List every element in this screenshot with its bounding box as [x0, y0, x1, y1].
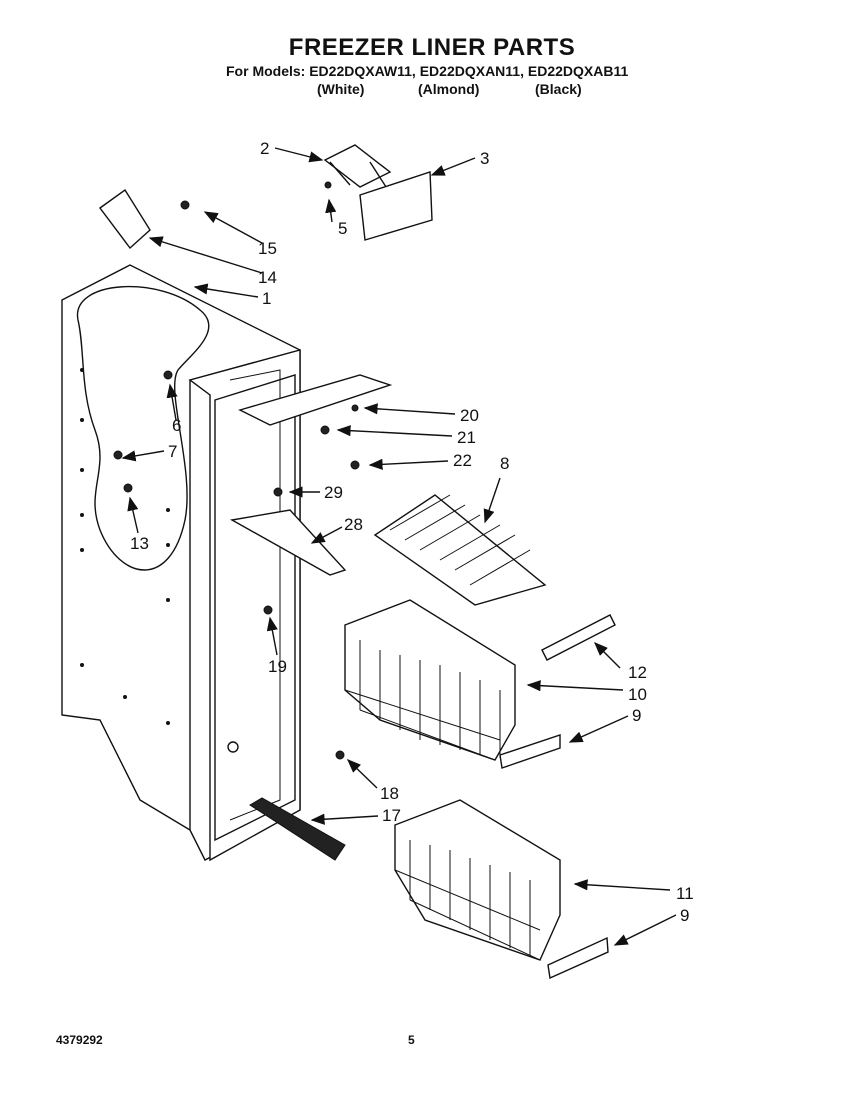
callout-12: 12: [628, 663, 647, 682]
callout-7: 7: [168, 442, 177, 461]
callout-8: 8: [500, 454, 509, 473]
diagram-title: FREEZER LINER PARTS: [288, 34, 576, 61]
part-11-basket: [394, 799, 561, 961]
callout-2: 2: [260, 139, 269, 158]
part-2-bracket: [323, 144, 392, 191]
part-28-rail: [229, 509, 347, 576]
callout-11: 11: [676, 884, 694, 903]
part-10-basket: [344, 599, 516, 761]
callout-17: 17: [382, 806, 401, 825]
callout-6: 6: [172, 416, 181, 435]
part-8-shelf: [373, 494, 547, 606]
callout-10: 10: [628, 685, 647, 704]
callout-13: 13: [130, 534, 149, 553]
callout-28: 28: [344, 515, 363, 534]
variant-almond: (Almond): [418, 81, 480, 97]
part-14-bracket: [99, 188, 151, 250]
leader-lines: [121, 147, 677, 946]
callout-20: 20: [460, 406, 479, 425]
part-9-trim-lower: [547, 936, 609, 980]
callout-14: 14: [258, 268, 277, 287]
callout-18: 18: [380, 784, 399, 803]
callout-22: 22: [453, 451, 472, 470]
callout-3: 3: [480, 149, 489, 168]
callout-9-lower: 9: [680, 906, 689, 925]
callout-21: 21: [457, 428, 476, 447]
part-17-bar: [249, 797, 346, 861]
fasteners: [113, 181, 360, 760]
variant-black: (Black): [535, 81, 582, 97]
part-9-trim-upper: [499, 734, 561, 769]
callout-9-upper: 9: [632, 706, 641, 725]
part-3-cover: [359, 171, 433, 241]
models-line: For Models: ED22DQXAW11, ED22DQXAN11, ED…: [226, 63, 629, 79]
doc-number: 4379292: [56, 1033, 103, 1047]
callout-labels: 2 3 5 15 14 1 6 7 13 20 21 22 8 29 28 19…: [130, 139, 694, 925]
callout-29: 29: [324, 483, 343, 502]
callout-1: 1: [262, 289, 271, 308]
callout-19: 19: [268, 657, 287, 676]
part-12-trim: [541, 614, 616, 661]
label-plate: [238, 374, 393, 426]
callout-15: 15: [258, 239, 277, 258]
callout-5: 5: [338, 219, 347, 238]
page-number: 5: [408, 1033, 415, 1047]
variant-white: (White): [317, 81, 365, 97]
freezer-liner: [61, 264, 301, 862]
